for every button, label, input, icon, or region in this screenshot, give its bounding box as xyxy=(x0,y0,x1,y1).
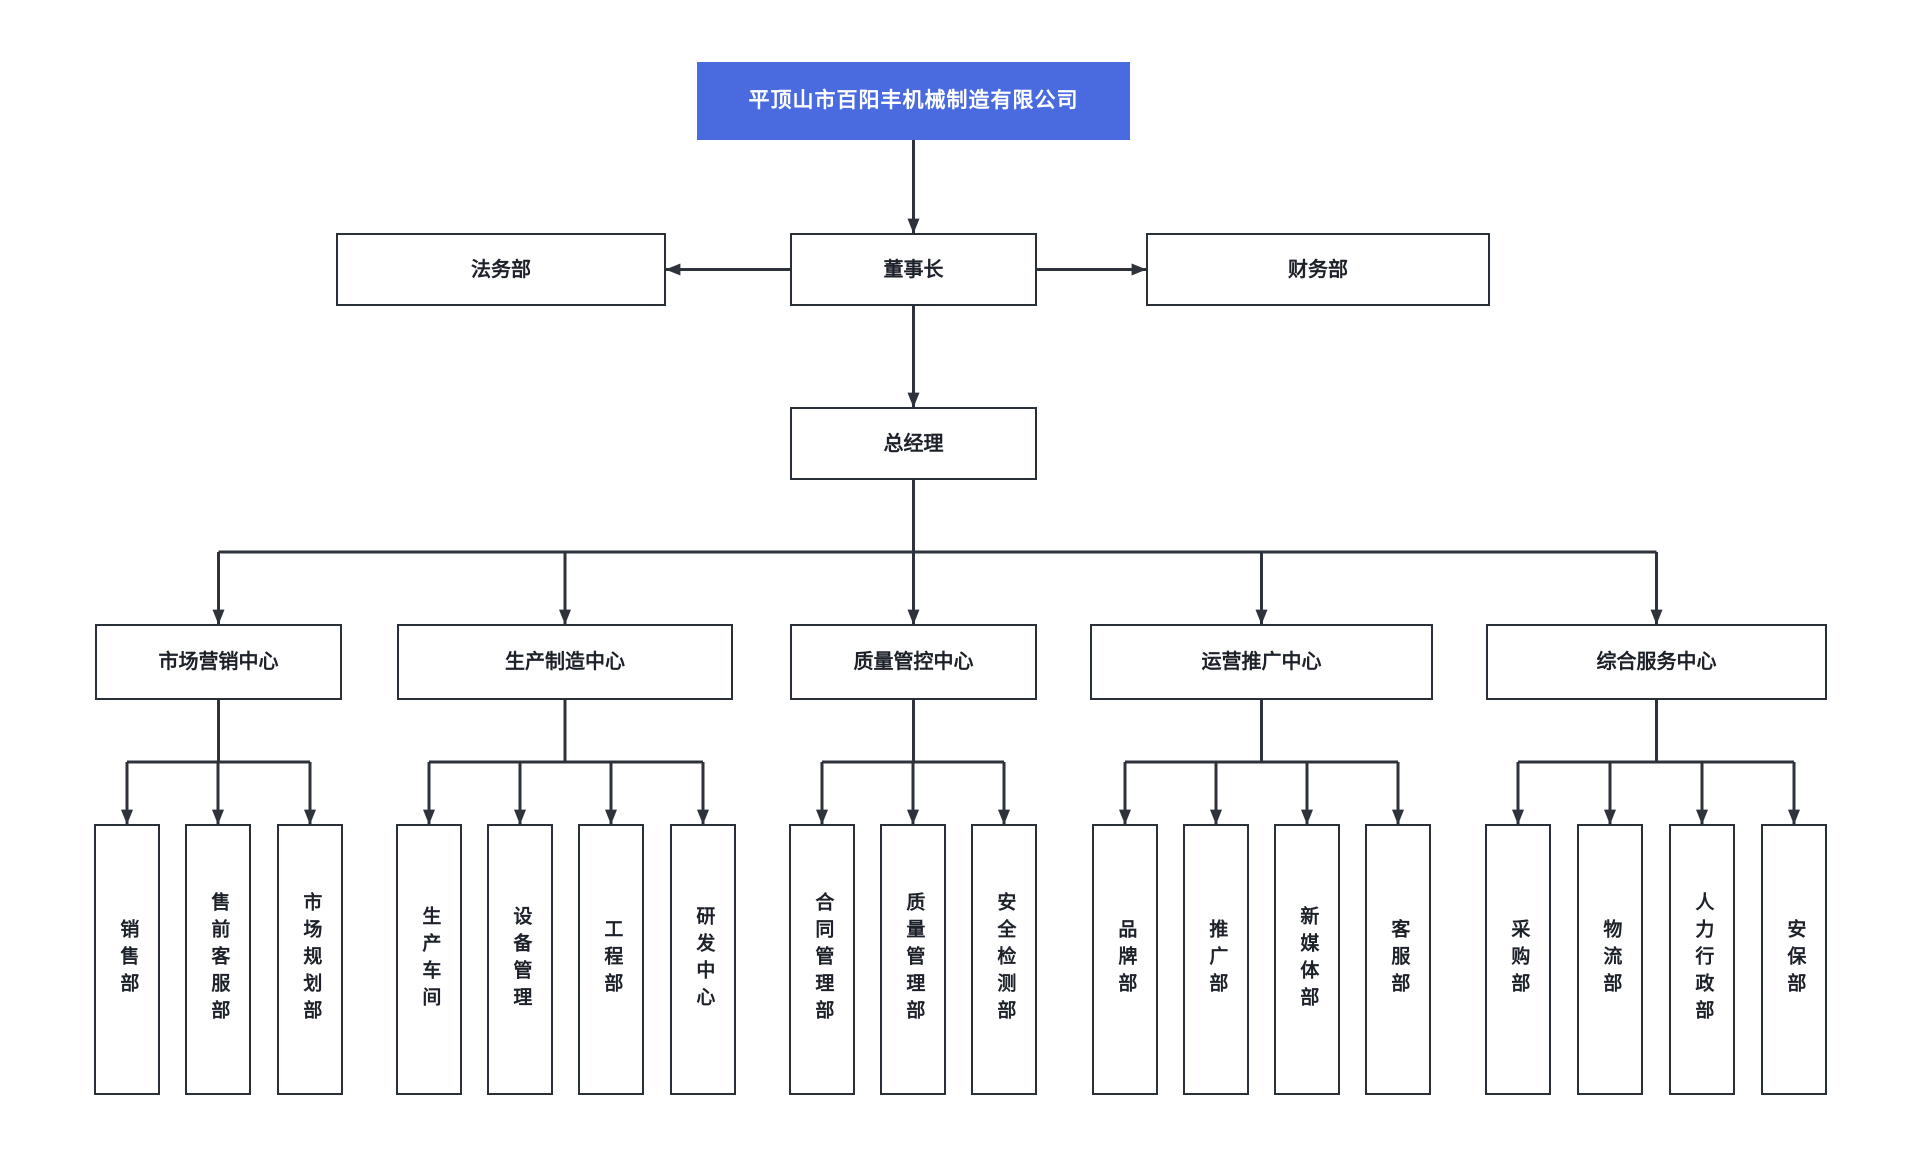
org-node-dept-0-1: 售前客服部 xyxy=(185,824,251,1095)
org-node-dept-1-0: 生产车间 xyxy=(396,824,462,1095)
org-node-dept-2-2: 安全检测部 xyxy=(971,824,1037,1095)
org-node-dept-3-3: 客服部 xyxy=(1365,824,1431,1095)
org-node-dept-1-1: 设备管理 xyxy=(487,824,553,1095)
org-node-general-manager: 总经理 xyxy=(790,407,1037,480)
org-node-center-3: 运营推广中心 xyxy=(1090,624,1433,700)
org-node-dept-4-3: 安保部 xyxy=(1761,824,1827,1095)
org-node-company: 平顶山市百阳丰机械制造有限公司 xyxy=(697,62,1130,140)
org-node-center-4: 综合服务中心 xyxy=(1486,624,1827,700)
org-node-dept-3-1: 推广部 xyxy=(1183,824,1249,1095)
org-node-legal-dept: 法务部 xyxy=(336,233,666,306)
org-node-dept-1-2: 工程部 xyxy=(578,824,644,1095)
org-node-dept-4-1: 物流部 xyxy=(1577,824,1643,1095)
org-node-dept-2-0: 合同管理部 xyxy=(789,824,855,1095)
org-node-center-1: 生产制造中心 xyxy=(397,624,733,700)
org-node-dept-4-2: 人力行政部 xyxy=(1669,824,1735,1095)
org-node-dept-0-2: 市场规划部 xyxy=(277,824,343,1095)
org-node-dept-0-0: 销售部 xyxy=(94,824,160,1095)
org-node-dept-3-0: 品牌部 xyxy=(1092,824,1158,1095)
org-node-dept-4-0: 采购部 xyxy=(1485,824,1551,1095)
org-node-chairman: 董事长 xyxy=(790,233,1037,306)
org-node-dept-1-3: 研发中心 xyxy=(670,824,736,1095)
org-node-dept-3-2: 新媒体部 xyxy=(1274,824,1340,1095)
org-node-finance-dept: 财务部 xyxy=(1146,233,1490,306)
org-node-center-2: 质量管控中心 xyxy=(790,624,1037,700)
org-node-center-0: 市场营销中心 xyxy=(95,624,342,700)
org-node-dept-2-1: 质量管理部 xyxy=(880,824,946,1095)
